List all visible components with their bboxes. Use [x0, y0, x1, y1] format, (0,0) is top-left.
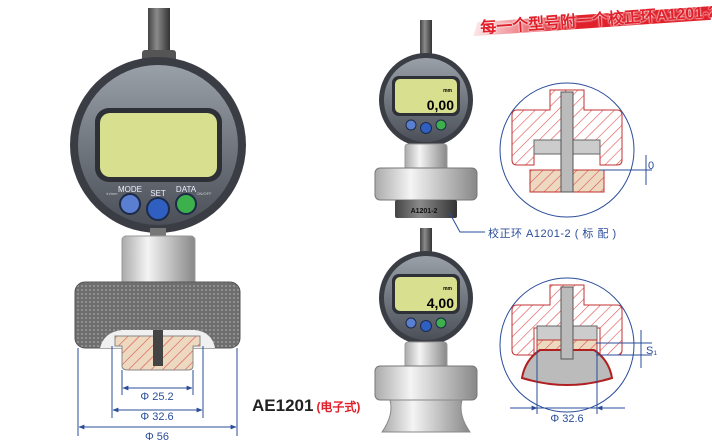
- mode-button[interactable]: [119, 193, 141, 215]
- set-label: SET: [150, 189, 166, 198]
- data-label: DATA: [176, 185, 197, 194]
- inmm-label: in/mm: [107, 191, 119, 196]
- model-type: (电子式): [316, 400, 361, 414]
- calibration-ring: [395, 200, 457, 218]
- stem: [148, 8, 170, 58]
- data-button[interactable]: [175, 193, 197, 215]
- lcd-display: [395, 79, 457, 113]
- dim-zero: 0: [648, 160, 654, 172]
- probe: [153, 330, 163, 366]
- detail-view-top: [499, 82, 652, 218]
- lcd-display: [100, 113, 217, 177]
- ring-engraving: A1201-2: [411, 208, 438, 215]
- svg-text:mm: mm: [443, 88, 452, 94]
- lcd-reading: 4,00: [427, 295, 454, 311]
- calibration-ring-callout: 校正环 A1201-2 ( 标 配 ): [488, 228, 617, 240]
- main-dimensions: [77, 346, 238, 436]
- lcd-display: [395, 277, 457, 311]
- small-gauge-top: mm 0,00 A1201-2: [374, 20, 485, 233]
- detail-view-bottom: [499, 277, 652, 414]
- onoff-label: ON/OFF: [196, 191, 212, 196]
- model-title: AE1201(电子式): [252, 396, 360, 416]
- main-gauge: MODE SET DATA in/mm ON/OFF: [70, 8, 246, 371]
- mode-label: MODE: [118, 185, 142, 194]
- dim-detail-d: Φ 32.6: [550, 413, 583, 425]
- svg-text:mm: mm: [443, 286, 452, 292]
- neck: [121, 235, 196, 287]
- dim-d1: Φ 25.2: [140, 391, 173, 403]
- model-name: AE1201: [252, 396, 314, 415]
- small-gauge-bottom: mm 4,00: [374, 228, 478, 433]
- dim-d3: Φ 56: [145, 431, 169, 443]
- set-button[interactable]: [146, 197, 170, 221]
- lcd-reading: 0,00: [427, 97, 454, 113]
- dim-d2: Φ 32.6: [140, 411, 173, 423]
- dim-s1: S₁: [646, 345, 657, 357]
